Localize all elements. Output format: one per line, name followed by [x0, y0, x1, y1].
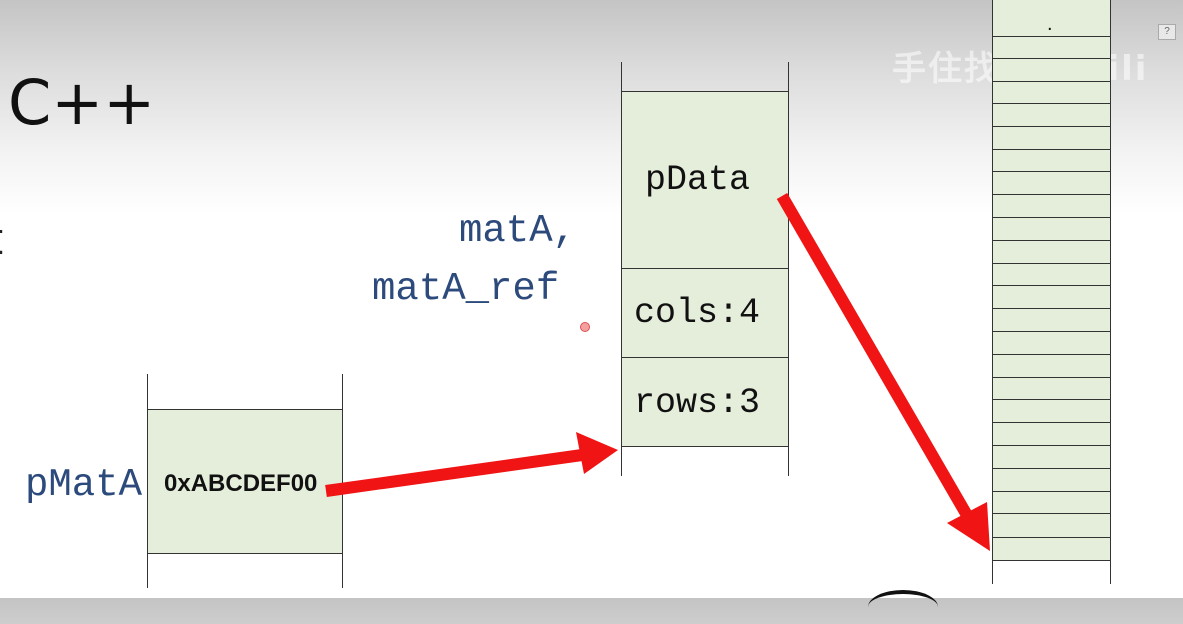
slide-title: C++: [8, 66, 156, 139]
memory-cell: [993, 37, 1110, 59]
arrow-head-matrix: [576, 432, 618, 474]
arrow-pMatA-to-matrix: [325, 449, 583, 497]
field-rows: rows:3: [634, 383, 761, 423]
help-icon[interactable]: ?: [1158, 24, 1176, 40]
matrix-divider: [621, 91, 789, 92]
memory-cell: [993, 286, 1110, 309]
cursor-highlight-icon: [580, 322, 590, 332]
matrix-object-fill: [622, 92, 789, 446]
memory-cell: [993, 82, 1110, 104]
memory-cell: [993, 423, 1110, 446]
memory-cell: [993, 172, 1110, 195]
matrix-divider: [621, 268, 789, 269]
memory-cell: [993, 514, 1110, 538]
memory-cell: [993, 150, 1110, 172]
pointer-right-border: [342, 374, 343, 588]
matrix-left-border: [621, 62, 622, 476]
memory-cell: [993, 492, 1110, 514]
bottom-arc-shape: [868, 590, 938, 624]
label-matA-ref: matA_ref: [372, 267, 560, 311]
memory-cell: [993, 538, 1110, 561]
memory-cell: [993, 378, 1110, 400]
memory-cell: [993, 332, 1110, 355]
memory-cell: [993, 59, 1110, 82]
memory-cell: [993, 400, 1110, 423]
pointer-arrows: [325, 192, 990, 551]
memory-cell: [993, 446, 1110, 469]
matrix-divider: [621, 357, 789, 358]
memory-cell: [993, 264, 1110, 286]
label-pMatA: pMatA: [25, 463, 143, 507]
pointer-divider: [147, 409, 343, 410]
memory-cell: [993, 218, 1110, 241]
field-pData: pData: [645, 160, 751, 200]
arrow-pData-to-memory: [776, 192, 974, 521]
memory-cell: [993, 195, 1110, 218]
memory-array: [992, 0, 1111, 584]
memory-cell: [993, 127, 1110, 150]
memory-cell: [993, 469, 1110, 492]
arrow-head-memory: [947, 502, 990, 551]
memory-cell: [993, 309, 1110, 332]
pointer-left-border: [147, 374, 148, 588]
label-matA: matA,: [459, 209, 577, 253]
memory-cell: [993, 0, 1110, 37]
memory-cell: [993, 104, 1110, 127]
matrix-right-border: [788, 62, 789, 476]
matrix-divider: [621, 446, 789, 447]
pointer-cell-fill: [148, 409, 343, 553]
memory-cell: [993, 355, 1110, 378]
pointer-divider: [147, 553, 343, 554]
pointer-address: 0xABCDEF00: [164, 470, 318, 497]
memory-top-mark: .: [1047, 13, 1053, 35]
cut-off-text: t: [0, 218, 3, 262]
field-cols: cols:4: [634, 293, 761, 333]
memory-cell: [993, 241, 1110, 264]
